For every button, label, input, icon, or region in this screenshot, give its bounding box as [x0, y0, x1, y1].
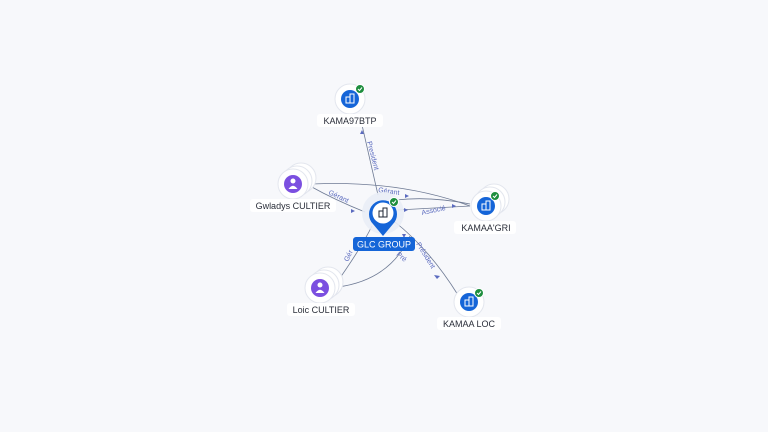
node-label: Loic CULTIER [293, 305, 350, 315]
node-kamaagri[interactable]: KAMAA'GRI [454, 183, 516, 234]
building-icon [378, 207, 388, 218]
building-icon [464, 296, 474, 307]
verified-badge-icon [474, 288, 484, 298]
node-kamaa-loc[interactable]: KAMAA LOC [437, 286, 501, 330]
node-label: GLC GROUP [357, 240, 411, 250]
verified-badge-icon [490, 191, 500, 201]
edge-center-kamaaloc [394, 221, 459, 296]
node-label: KAMAA'GRI [461, 223, 510, 233]
arrowhead [360, 130, 364, 134]
edge-label-gerant-top: Gérant [378, 187, 400, 197]
verified-badge-icon [355, 84, 365, 94]
arrowheads [351, 130, 456, 279]
edge-center-kamaagri [397, 205, 471, 211]
arrowhead [405, 194, 409, 198]
verified-badge-icon [389, 197, 399, 207]
building-icon [345, 93, 355, 104]
node-kama97btp[interactable]: KAMA97BTP [317, 83, 383, 127]
edge-gwladys-center [309, 185, 366, 213]
building-icon [481, 200, 491, 211]
edge-label-president-top: President [365, 141, 379, 171]
arrowhead [402, 234, 406, 238]
edge-center-kama97btp [361, 124, 379, 196]
arrowhead [404, 208, 408, 212]
node-gwladys-cultier[interactable]: Gwladys CULTIER [250, 162, 336, 212]
node-label: Gwladys CULTIER [256, 201, 331, 211]
arrowhead [434, 275, 440, 279]
arrowhead [351, 209, 355, 213]
edge-label-president-bottom-short: Pré [395, 251, 408, 263]
node-glc-group[interactable]: GLC GROUP [353, 192, 415, 251]
edge-label-president-bottom: Président [414, 241, 436, 270]
node-label: KAMA97BTP [323, 116, 376, 126]
person-icon [315, 282, 325, 293]
node-loic-cultier[interactable]: Loic CULTIER [287, 266, 355, 316]
person-icon [288, 178, 298, 189]
node-label: KAMAA LOC [443, 319, 496, 329]
edge-label-gerant-bottom: Gér [343, 249, 355, 263]
edge-label-associe: Associé [421, 205, 447, 217]
edge-gwladys-kamaagri [311, 183, 471, 207]
arrowhead [452, 204, 456, 208]
edge-center-kamaagri-2 [395, 198, 471, 205]
